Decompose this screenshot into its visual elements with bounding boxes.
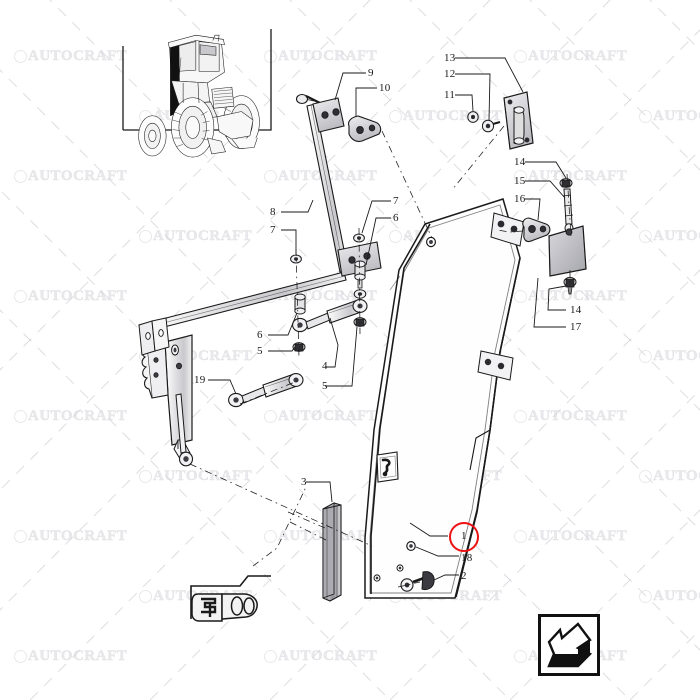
assembly-axis-lines (189, 98, 572, 588)
callout-12: 12 (444, 68, 456, 80)
callout-6-left: 6 (257, 329, 263, 341)
callout-leader-lines (208, 57, 567, 581)
door-panel-assembly (364, 198, 525, 599)
callout-7-left: 7 (270, 224, 276, 236)
latch-plate (522, 217, 551, 243)
callout-10: 10 (379, 82, 391, 94)
door-seal-strip (322, 502, 342, 602)
callout-4: 4 (322, 360, 328, 372)
upper-hardware-group (467, 91, 534, 150)
tractor-locator-inset (122, 29, 272, 158)
callout-2: 2 (461, 570, 467, 582)
adjuster-rod (559, 178, 574, 233)
latch-wedge (548, 225, 587, 295)
callout-14-bottom: 14 (570, 304, 582, 316)
callout-6-right: 6 (393, 212, 399, 224)
lower-hinge-bracket (141, 334, 194, 467)
strut-and-fasteners (228, 233, 368, 408)
callout-14-top: 14 (514, 156, 526, 168)
callout-19: 19 (194, 374, 206, 386)
callout-8: 8 (270, 206, 276, 218)
callout-16: 16 (514, 193, 526, 205)
upper-frame-rail (138, 93, 382, 356)
callout-18: 18 (461, 552, 473, 564)
callout-17: 17 (570, 321, 582, 333)
key-symbol-icon (190, 575, 271, 622)
direction-symbol-icon (538, 614, 600, 676)
callout-5-left: 5 (257, 345, 263, 357)
callout-9: 9 (368, 67, 374, 79)
callout-11: 11 (444, 89, 456, 101)
callout-5-right: 5 (322, 380, 328, 392)
hinge-plate (348, 115, 382, 143)
door-pin (400, 571, 435, 592)
callout-15: 15 (514, 175, 526, 187)
callout-13: 13 (444, 52, 456, 64)
callout-1: 1 (461, 530, 467, 542)
callout-3: 3 (301, 476, 307, 488)
callout-7-right: 7 (393, 195, 399, 207)
highlighted-part-ring (449, 522, 479, 552)
